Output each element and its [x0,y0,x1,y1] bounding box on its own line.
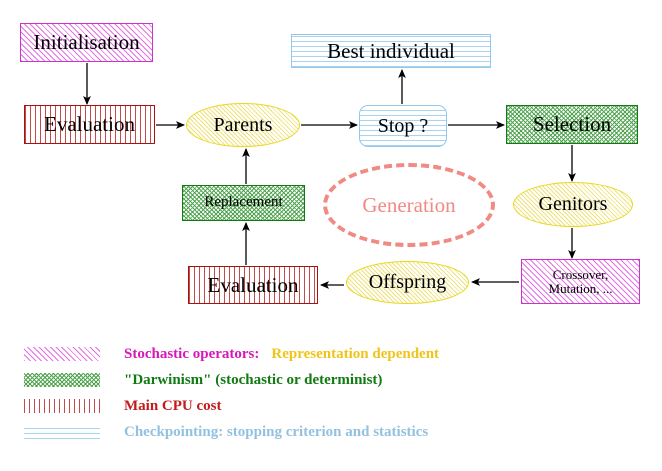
node-genitors[interactable]: Genitors [513,182,633,227]
node-crossover-mutation[interactable]: Crossover, Mutation, ... [521,259,640,304]
legend-label-darwinism: "Darwinism" (stochastic or determinist) [124,371,383,388]
legend-swatch-red [24,399,100,413]
node-selection[interactable]: Selection [506,105,638,144]
node-replacement-label: Replacement [204,194,283,211]
legend-item-stochastic-operators: Stochastic operators: Representation depe… [24,343,439,365]
legend-swatch-green [24,373,100,387]
node-best-individual-label: Best individual [327,38,455,63]
legend-label-stochastic-operators-part1: Stochastic operators: [124,345,260,362]
node-parents-label: Parents [213,113,273,136]
region-generation: Generation [323,163,495,247]
node-stop-decision-label: Stop ? [377,114,429,137]
node-selection-label: Selection [532,112,612,137]
node-evaluation-top[interactable]: Evaluation [24,105,155,144]
node-evaluation-bottom-label: Evaluation [207,272,299,297]
legend-label-stochastic-operators: Stochastic operators: Representation depe… [124,346,439,363]
legend-item-darwinism: "Darwinism" (stochastic or determinist) [24,369,382,391]
node-crossover-mutation-label: Crossover, Mutation, ... [548,266,613,296]
legend-label-checkpointing: Checkpointing: stopping criterion and st… [124,423,429,440]
legend-swatch-magenta [24,347,100,361]
node-evaluation-top-label: Evaluation [44,112,135,137]
node-best-individual[interactable]: Best individual [291,34,491,68]
legend-item-main-cpu-cost: Main CPU cost [24,395,222,417]
node-evaluation-bottom[interactable]: Evaluation [188,266,318,304]
node-parents[interactable]: Parents [186,103,300,147]
node-stop-decision[interactable]: Stop ? [359,105,447,147]
node-offspring[interactable]: Offspring [346,261,469,304]
legend-label-main-cpu-cost: Main CPU cost [124,397,222,414]
region-generation-label: Generation [362,192,456,217]
node-offspring-label: Offspring [368,271,447,293]
legend-swatch-blue [24,425,100,439]
legend-item-checkpointing: Checkpointing: stopping criterion and st… [24,421,428,443]
node-initialisation[interactable]: Initialisation [20,23,153,62]
node-genitors-label: Genitors [538,193,608,215]
node-replacement[interactable]: Replacement [182,185,305,221]
legend: Stochastic operators: Representation depe… [0,336,662,471]
legend-label-stochastic-operators-part2: Representation dependent [271,345,440,362]
node-initialisation-label: Initialisation [33,30,140,55]
